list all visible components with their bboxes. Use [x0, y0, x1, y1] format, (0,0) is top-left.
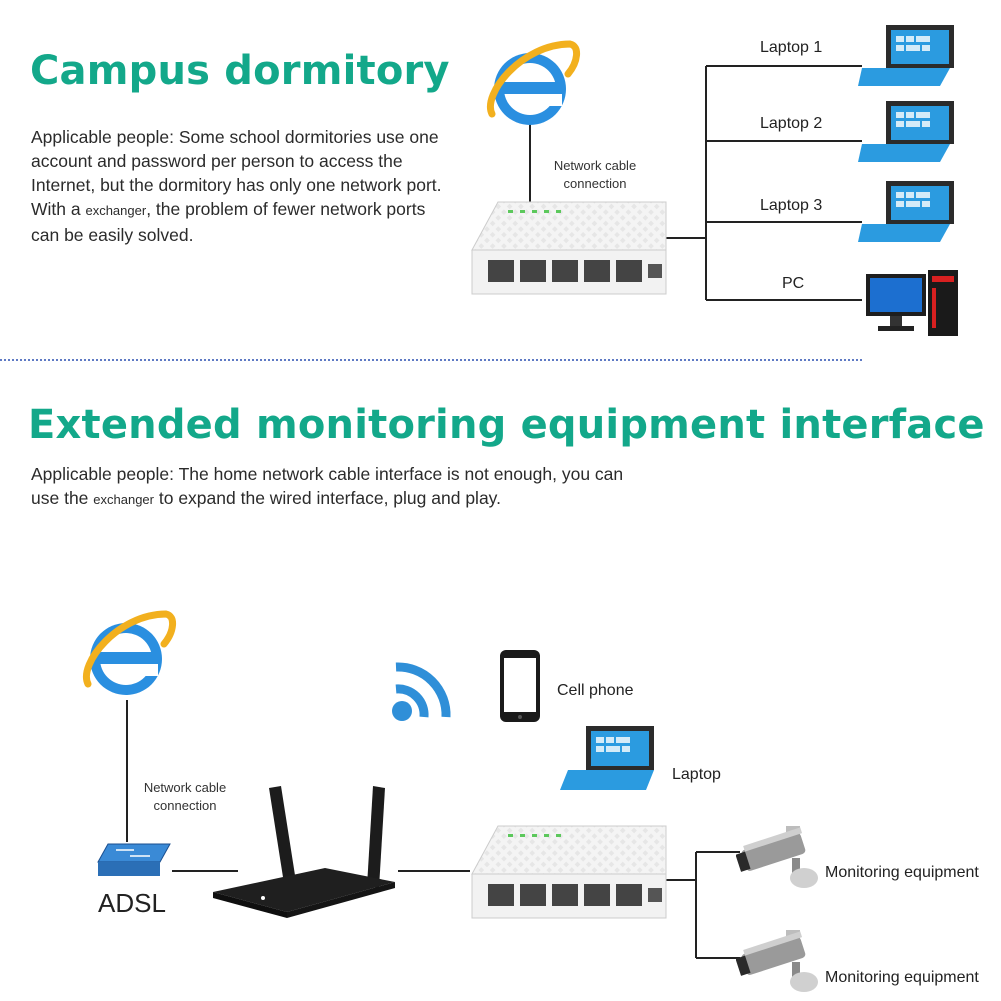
- wifi-icon: [392, 662, 451, 721]
- section1-text-before: Applicable people: Some school dormitori…: [31, 127, 442, 219]
- section1-text-after: , the problem of fewer network ports can…: [31, 199, 426, 245]
- section1-text-exchanger: exchanger: [85, 203, 147, 218]
- section1-heading: Campus dormitory: [30, 48, 450, 94]
- internet-icon: [83, 610, 176, 695]
- device-label-laptop-3: Laptop 3: [760, 197, 823, 214]
- laptop-icon: [858, 181, 954, 242]
- adsl-modem-icon: [97, 843, 171, 876]
- monitoring-equipment-label-2: Monitoring equipment: [825, 969, 979, 986]
- network-switch: [471, 825, 667, 919]
- device-label-laptop-1: Laptop 1: [760, 39, 823, 56]
- section2-cable-caption-line1: Network cable: [143, 780, 227, 795]
- laptop-icon: [858, 101, 954, 162]
- section1-cable-caption-line2: connection: [563, 176, 627, 191]
- section2-text-exchanger: exchanger: [93, 492, 154, 507]
- security-camera-icon: [736, 826, 818, 888]
- device-label-laptop-2: Laptop 2: [760, 115, 823, 132]
- laptop-icon: [858, 25, 954, 86]
- monitoring-equipment-label-1: Monitoring equipment: [825, 864, 979, 881]
- section2-cable-caption: Network cable connection: [130, 779, 240, 815]
- section1-cable-caption-line1: Network cable: [553, 158, 637, 173]
- cell-phone-label: Cell phone: [557, 682, 634, 699]
- section2-description: Applicable people: The home network cabl…: [31, 462, 631, 512]
- laptop-label: Laptop: [672, 766, 721, 783]
- section2-heading: Extended monitoring equipment interface: [28, 402, 985, 448]
- internet-icon: [487, 40, 580, 125]
- laptop-icon: [560, 726, 654, 790]
- device-label-pc: PC: [782, 275, 805, 292]
- section1-description: Applicable people: Some school dormitori…: [31, 125, 451, 247]
- section2-text-after: to expand the wired interface, plug and …: [154, 488, 501, 508]
- desktop-pc-icon: [866, 270, 958, 336]
- network-switch: [471, 201, 667, 295]
- adsl-label: ADSL: [98, 888, 166, 918]
- security-camera-icon: [736, 930, 818, 992]
- section2-cable-caption-line2: connection: [153, 798, 217, 813]
- section2-text-before: Applicable people: The home network cabl…: [31, 464, 624, 508]
- section1-cable-caption: Network cable connection: [540, 157, 650, 193]
- router-icon: [213, 786, 395, 918]
- cell-phone-icon: [500, 650, 540, 722]
